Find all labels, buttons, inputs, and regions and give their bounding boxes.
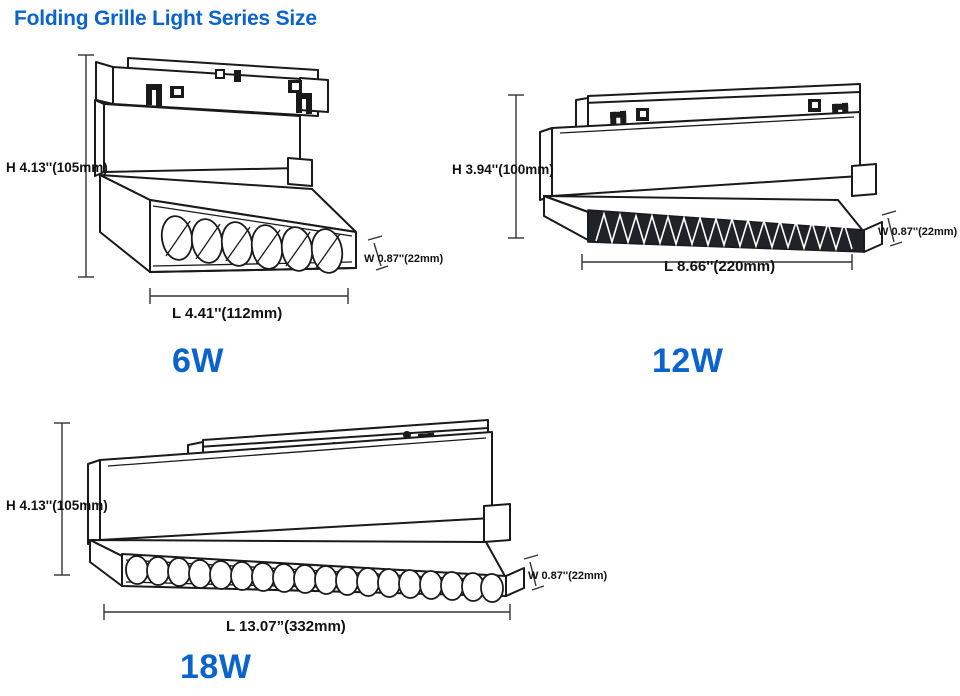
- fixture-drawing-6w: [78, 54, 389, 304]
- wattage-label-12w: 12W: [652, 342, 724, 380]
- length-label-18w: L 13.07”(332mm): [226, 618, 346, 635]
- width-label-12w: W 0.87''(22mm): [878, 226, 958, 238]
- width-dimension-line-12w: [881, 210, 903, 247]
- wattage-label-18w: 18W: [180, 648, 252, 686]
- height-dimension-line-6w: [78, 54, 94, 278]
- width-label-6w: W 0.87''(22mm): [364, 253, 444, 265]
- height-dimension-line-12w: [508, 94, 524, 239]
- product-diagram-6w: H 4.13''(105mm) L 4.41''(112mm) W 0.87''…: [0, 0, 470, 400]
- page-title: Folding Grille Light Series Size: [14, 7, 317, 30]
- fixture-drawing-12w: [508, 83, 903, 270]
- height-label-6w: H 4.13''(105mm): [6, 160, 108, 175]
- length-label-12w: L 8.66''(220mm): [664, 258, 776, 275]
- length-label-6w: L 4.41''(112mm): [172, 305, 283, 322]
- length-dimension-line-18w: [103, 604, 511, 620]
- product-diagram-12w: H 3.94''(100mm) L 8.66''(220mm) W 0.87''…: [440, 0, 960, 400]
- grille-cells-6w: [160, 215, 344, 274]
- product-diagram-18w: H 4.13''(105mm) L 13.07”(332mm) W 0.87''…: [0, 390, 660, 696]
- grille-cells-18w: [125, 555, 504, 603]
- length-dimension-line-6w: [149, 288, 349, 304]
- height-label-18w: H 4.13''(105mm): [6, 498, 108, 513]
- width-dimension-line-6w: [367, 235, 389, 271]
- length-dimension-line-12w: [581, 254, 853, 270]
- track-connector-contacts-6w: [146, 69, 312, 114]
- height-dimension-line-18w: [54, 422, 70, 576]
- width-label-18w: W 0.87''(22mm): [528, 570, 608, 582]
- grille-louvers-12w: [595, 211, 853, 252]
- wattage-label-6w: 6W: [172, 342, 224, 380]
- width-dimension-line-18w: [523, 554, 545, 591]
- fixture-drawing-18w: [54, 419, 545, 620]
- height-label-12w: H 3.94''(100mm): [452, 162, 554, 177]
